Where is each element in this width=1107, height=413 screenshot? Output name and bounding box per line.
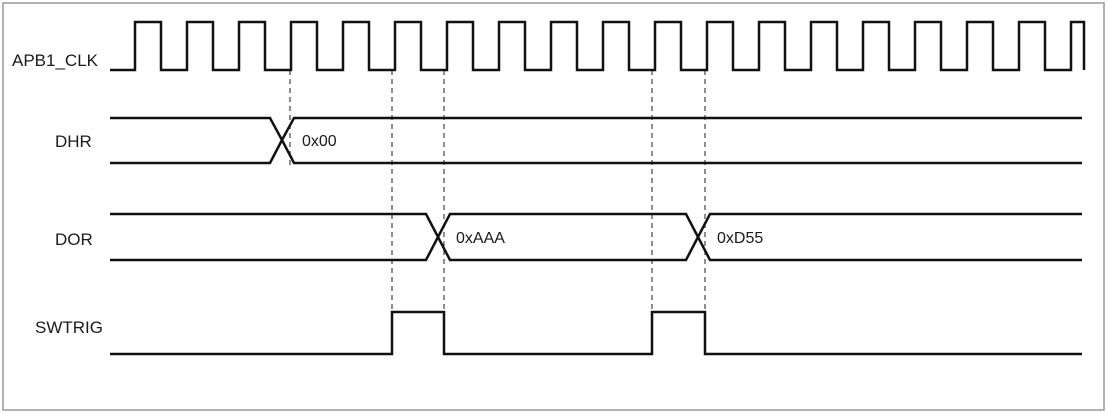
signal-label-swtrig: SWTRIG — [35, 318, 103, 337]
swtrig-waveform — [110, 310, 1082, 356]
dor-value-1: 0xD55 — [717, 230, 763, 247]
timing-guides — [289, 70, 706, 312]
dhr-value-0: 0x00 — [302, 133, 337, 150]
dor-bus — [110, 212, 1082, 262]
dor-bus-lines — [110, 212, 1082, 262]
signal-label-apb1-clk: APB1_CLK — [12, 51, 99, 70]
signal-label-dhr: DHR — [55, 132, 92, 151]
dor-value-0: 0xAAA — [456, 230, 505, 247]
dhr-bus-lines — [110, 116, 1082, 165]
signal-label-dor: DOR — [55, 230, 93, 249]
clock-waveform — [110, 20, 1086, 72]
dhr-bus — [110, 116, 1082, 165]
